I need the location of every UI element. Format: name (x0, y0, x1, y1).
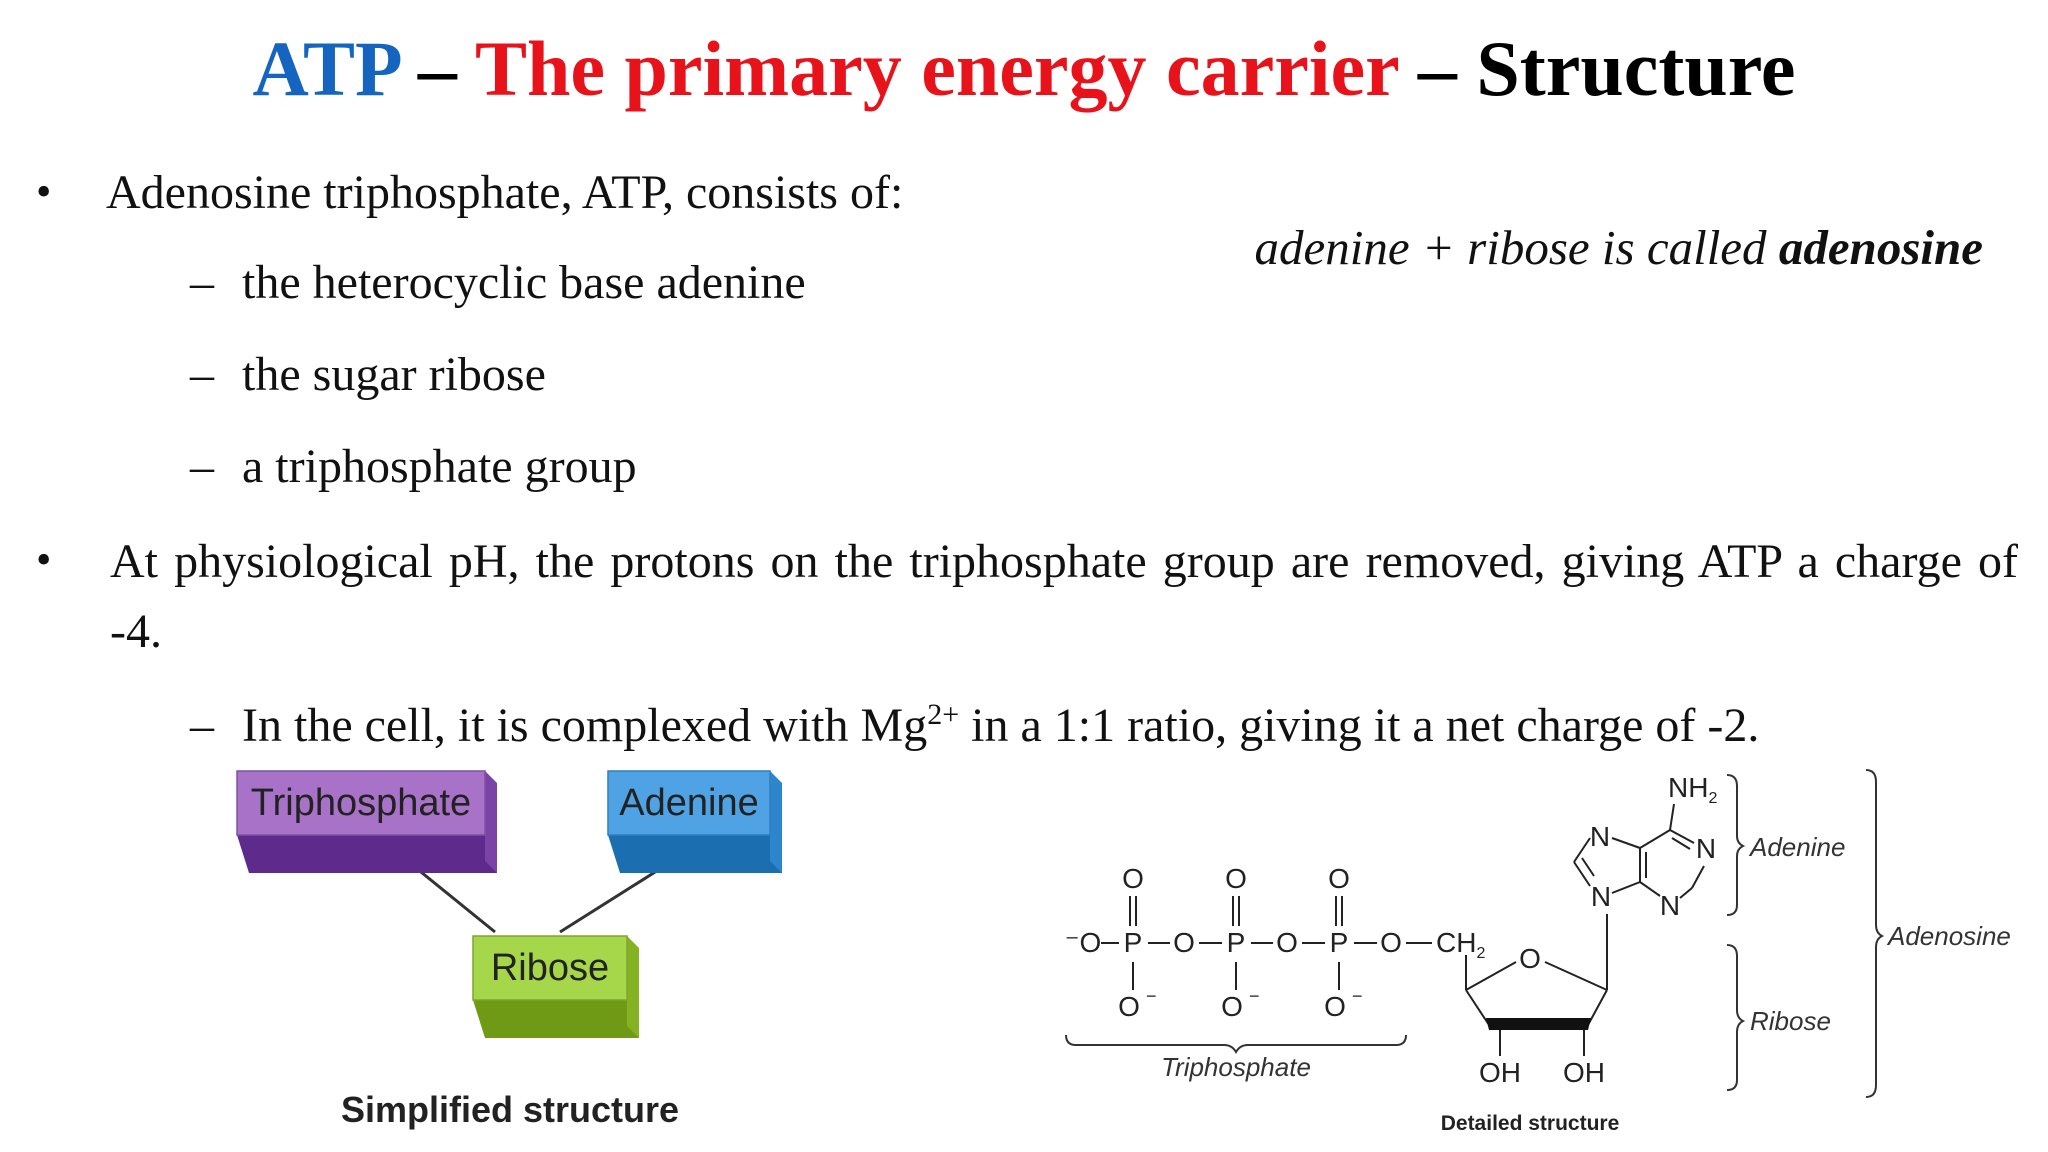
svg-text:−: − (1146, 986, 1157, 1006)
ribose-brace (1726, 944, 1746, 1091)
sub-item-adenine: –the heterocyclic base adenine (190, 256, 806, 309)
adenine-label-detail: Adenine (1748, 832, 1845, 862)
bullet-physiological-ph: At physiological pH, the protons on the … (110, 535, 2018, 658)
detailed-caption: Detailed structure (1441, 1112, 1620, 1135)
triphosphate-bracket (1065, 1034, 1407, 1055)
svg-text:−: − (1352, 986, 1363, 1006)
atom-oh: OH (1479, 1057, 1521, 1088)
title-structure: Structure (1476, 25, 1796, 112)
sub-item-ribose: –the sugar ribose (190, 348, 546, 401)
atom-o-minus: ⁻O (1065, 927, 1102, 958)
triphosphate-label-detail: Triphosphate (1161, 1052, 1311, 1082)
adenine-label: Adenine (619, 782, 758, 824)
adenosine-label-detail: Adenosine (1886, 921, 2011, 951)
bullet-dot: • (36, 167, 52, 216)
triphosphate-block: Triphosphate (236, 770, 497, 873)
adenosine-bold: adenosine (1778, 220, 1983, 275)
atom-o-minus: O (1324, 991, 1346, 1022)
atom-n: N (1590, 821, 1610, 852)
atom-o: O (1380, 927, 1402, 958)
atom-ch2: CH2 (1436, 927, 1485, 962)
adenosine-brace (1865, 769, 1885, 1098)
atom-nh2: NH2 (1668, 772, 1717, 807)
atom-o: O (1276, 927, 1298, 958)
adenosine-note: adenine + ribose is called adenosine (1254, 220, 1983, 275)
sub-item-mg-complex: –In the cell, it is complexed with Mg2+ … (190, 698, 1760, 752)
title-primary-energy: The primary energy carrier (474, 25, 1399, 112)
atom-n: N (1660, 890, 1680, 921)
atom-o: O (1122, 863, 1144, 894)
atom-o: O (1328, 863, 1350, 894)
bullet-atp-consists: Adenosine triphosphate, ATP, consists of… (106, 166, 904, 219)
ribose-thick-bond (1486, 1018, 1591, 1030)
svg-text:−: − (1249, 986, 1260, 1006)
sub-item-triphosphate: –a triphosphate group (190, 440, 637, 493)
atom-p: P (1330, 927, 1349, 958)
atom-o: O (1225, 863, 1247, 894)
atom-o-minus: O (1221, 991, 1243, 1022)
bond-lines (1101, 803, 1705, 1056)
atom-o: O (1173, 927, 1195, 958)
atom-p: P (1124, 927, 1143, 958)
ribose-label: Ribose (491, 947, 609, 989)
title-separator: – (1398, 25, 1477, 112)
title-separator: – (398, 25, 475, 112)
simplified-caption: Simplified structure (341, 1089, 679, 1130)
atom-p: P (1227, 927, 1246, 958)
bullet-dot: • (36, 535, 52, 584)
ribose-block: Ribose (472, 935, 639, 1038)
atom-n: N (1591, 881, 1611, 912)
title-atp: ATP (252, 25, 399, 112)
ribose-label-detail: Ribose (1750, 1006, 1831, 1036)
atom-n: N (1696, 833, 1716, 864)
atom-o-minus: O (1118, 991, 1140, 1022)
atom-oh: OH (1563, 1057, 1605, 1088)
atom-ring-o: O (1519, 943, 1541, 974)
adenine-block: Adenine (607, 770, 782, 873)
triphosphate-label: Triphosphate (251, 782, 471, 824)
page-title: ATP – The primary energy carrier – Struc… (0, 22, 2048, 116)
adenine-brace (1726, 774, 1746, 916)
